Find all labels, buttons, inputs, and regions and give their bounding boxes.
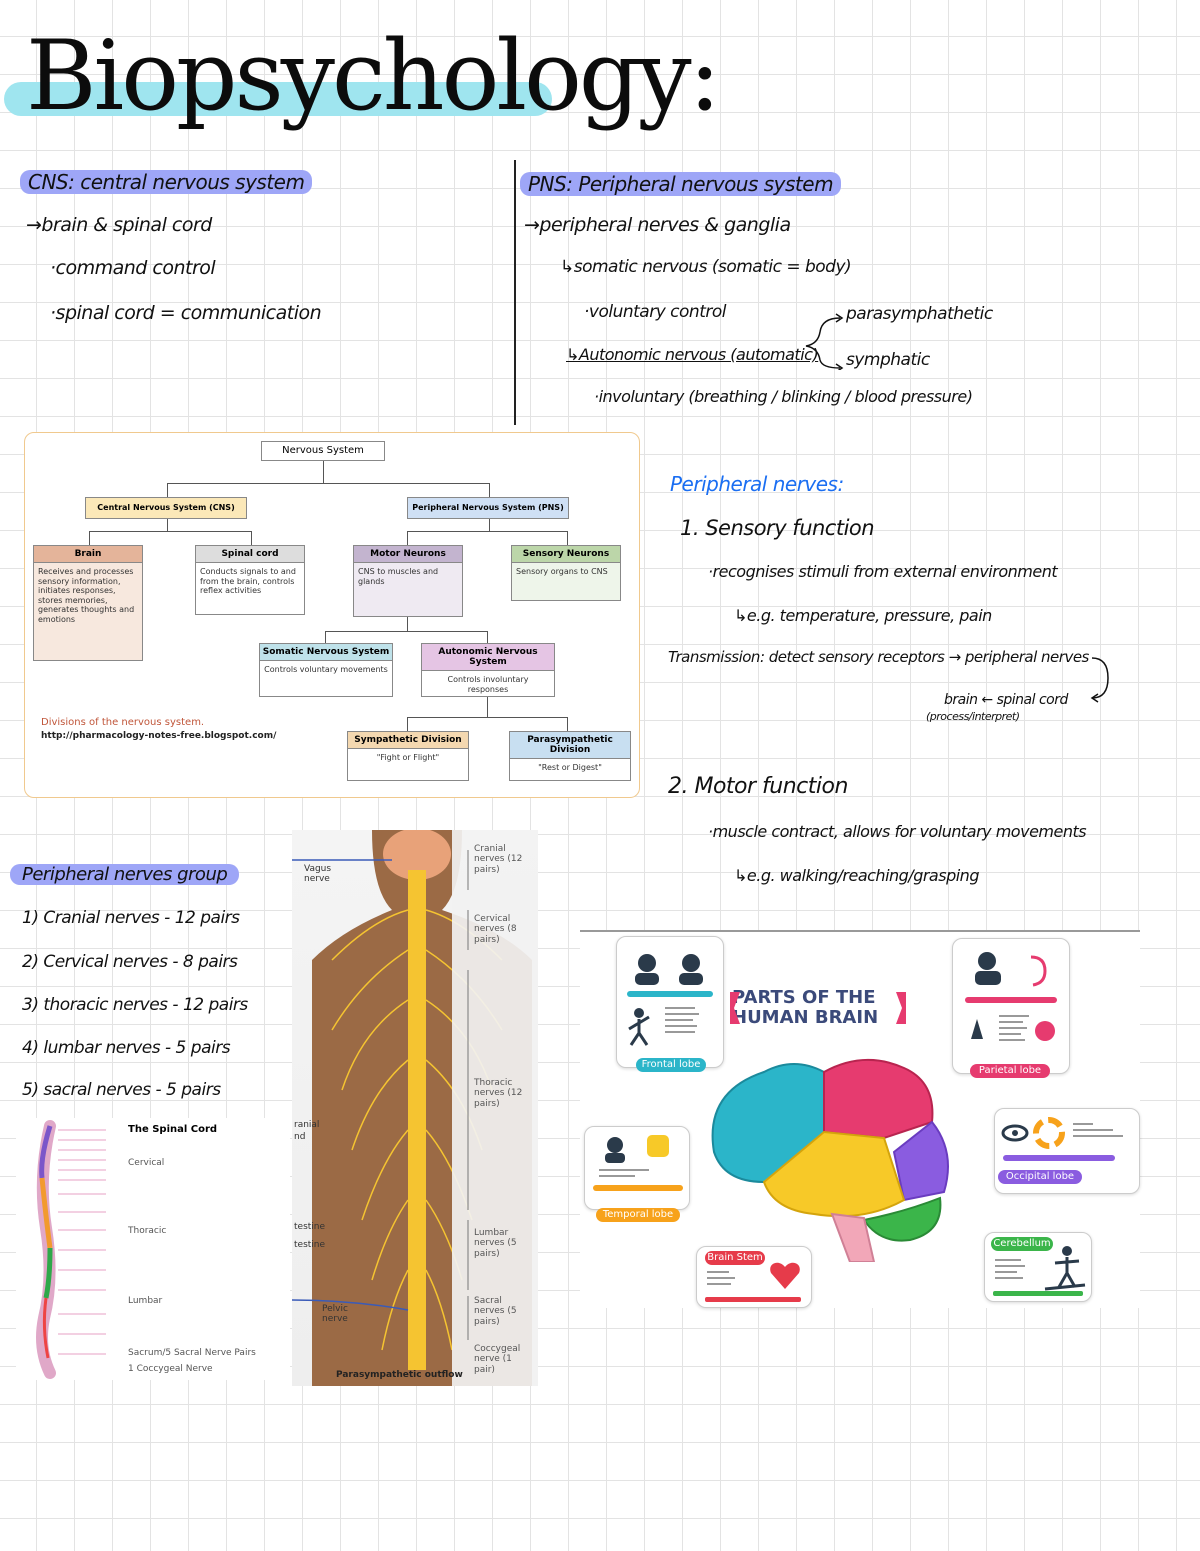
diagram-caption: Divisions of the nervous system. <box>41 717 205 728</box>
pns-line-2: ↳somatic nervous (somatic = body) <box>560 257 852 277</box>
photo-caption: Parasympathetic outflow <box>336 1370 463 1380</box>
diagram-somatic: Somatic Nervous System Controls voluntar… <box>259 643 393 697</box>
cns-line-2: ·command control <box>50 257 216 279</box>
brain-illustration <box>711 1059 949 1262</box>
parietal-card <box>952 938 1070 1074</box>
cerebellum-icons <box>993 1246 1086 1296</box>
frontal-card <box>616 936 724 1068</box>
transmission-note: (process/interpret) <box>926 710 1020 723</box>
motor-line-2: ↳e.g. walking/reaching/grasping <box>734 866 979 885</box>
motor-line-1: ·muscle contract, allows for voluntary m… <box>708 822 1087 841</box>
spinal-body-illustration <box>292 830 538 1386</box>
diagram-spinal: Spinal cord Conducts signals to and from… <box>195 545 305 615</box>
group-item-5: 5) sacral nerves - 5 pairs <box>22 1080 221 1100</box>
spinal-small-lumbar: Lumbar <box>128 1296 163 1306</box>
transmission-brace <box>1090 657 1109 703</box>
photo-coccygeal: Coccygeal nerve (1 pair) <box>474 1344 521 1375</box>
diagram-motor: Motor Neurons CNS to muscles and glands <box>353 545 463 617</box>
branch-brace <box>805 313 844 370</box>
photo-sacral: Sacral nerves (5 pairs) <box>474 1296 517 1327</box>
diagram-sensory: Sensory Neurons Sensory organs to CNS <box>511 545 621 601</box>
photo-cranial: Cranial nerves (12 pairs) <box>474 844 523 875</box>
cerebellum-card: Cerebellum <box>984 1232 1092 1302</box>
pns-line-4: ↳Autonomic nervous (automatic) <box>566 345 819 364</box>
page-title: Biopsychology: <box>26 20 721 132</box>
spinal-nerves-photo: Vagus nerve Pelvic nerve ranial nd testi… <box>292 830 538 1386</box>
parietal-icons <box>965 952 1057 1041</box>
photo-cervical: Cervical nerves (8 pairs) <box>474 914 517 945</box>
brain-infographic: PARTS OF THE HUMAN BRAIN Frontal lobe Pa… <box>580 930 1140 1308</box>
page-title-block: Biopsychology: <box>0 20 721 140</box>
temporal-label: Temporal lobe <box>596 1208 680 1222</box>
spinal-cord-figure: The Spinal Cord Cervical Thoracic Lumbar… <box>16 1118 290 1380</box>
group-item-4: 4) lumbar nerves - 5 pairs <box>22 1038 231 1058</box>
transmission-line: Transmission: detect sensory receptors →… <box>668 648 1089 666</box>
diagram-brain: Brain Receives and processes sensory inf… <box>33 545 143 661</box>
occipital-icons <box>1001 1117 1123 1161</box>
title-highlight <box>4 82 552 116</box>
spinal-small-sacrum: Sacrum/5 Sacral Nerve Pairs <box>128 1348 256 1358</box>
brainstem-icons <box>705 1262 801 1302</box>
spinal-small-title: The Spinal Cord <box>128 1124 218 1135</box>
group-item-2: 2) Cervical nerves - 8 pairs <box>22 952 238 972</box>
diagram-url: http://pharmacology-notes-free.blogspot.… <box>41 731 277 741</box>
parietal-label: Parietal lobe <box>970 1064 1050 1078</box>
title-ribbons <box>730 992 906 1024</box>
frontal-icons <box>627 954 713 1046</box>
brainstem-card: Brain Stem <box>696 1246 812 1308</box>
photo-pelvic: Pelvic nerve <box>322 1304 348 1325</box>
photo-vagus: Vagus nerve <box>304 864 332 885</box>
cerebellum-label: Cerebellum <box>991 1237 1053 1251</box>
branch-parasympathetic: parasymphathetic <box>846 304 993 324</box>
pns-heading: PNS: Peripheral nervous system <box>520 172 842 196</box>
diagram-pns: Peripheral Nervous System (PNS) <box>407 497 569 519</box>
photo-cut-2: nd <box>294 1132 306 1142</box>
frontal-label: Frontal lobe <box>636 1058 706 1072</box>
cns-heading: CNS: central nervous system <box>20 170 313 194</box>
temporal-card <box>584 1126 690 1210</box>
group-heading: Peripheral nerves group <box>10 864 240 885</box>
brainstem-label: Brain Stem <box>705 1251 765 1265</box>
photo-cut-1: ranial <box>294 1120 320 1130</box>
column-divider <box>514 160 516 425</box>
transmission-back: brain ← spinal cord <box>944 692 1068 708</box>
sensory-function: 1. Sensory function <box>680 516 875 540</box>
cns-line-3: ·spinal cord = communication <box>50 302 322 324</box>
branch-sympathetic: symphatic <box>846 350 930 370</box>
pns-line-1: →peripheral nerves & ganglia <box>524 214 791 236</box>
occipital-label: Occipital lobe <box>998 1170 1082 1184</box>
group-item-1: 1) Cranial nerves - 12 pairs <box>22 908 240 928</box>
spinal-small-coccygeal: 1 Coccygeal Nerve <box>128 1364 213 1374</box>
peripheral-heading: Peripheral nerves: <box>670 472 844 496</box>
spine-illustration <box>36 1120 106 1379</box>
brain-title: PARTS OF THE HUMAN BRAIN <box>732 987 879 1028</box>
nervous-system-diagram: Nervous System Central Nervous System (C… <box>24 432 640 798</box>
diagram-autonomic: Autonomic Nervous System Controls involu… <box>421 643 555 697</box>
diagram-sympathetic: Sympathetic Division "Fight or Flight" <box>347 731 469 781</box>
temporal-icons <box>593 1135 683 1191</box>
photo-lumbar: Lumbar nerves (5 pairs) <box>474 1228 517 1259</box>
pns-line-3: ·voluntary control <box>584 302 726 322</box>
pns-line-5: ·involuntary (breathing / blinking / blo… <box>594 387 973 406</box>
photo-thoracic: Thoracic nerves (12 pairs) <box>474 1078 523 1109</box>
group-item-3: 3) thoracic nerves - 12 pairs <box>22 995 248 1015</box>
motor-function: 2. Motor function <box>668 774 848 799</box>
sensory-line-1: ·recognises stimuli from external enviro… <box>708 562 1058 581</box>
sensory-line-2: ↳e.g. temperature, pressure, pain <box>734 606 992 625</box>
spinal-small-cervical: Cervical <box>128 1158 165 1168</box>
diagram-cns: Central Nervous System (CNS) <box>85 497 247 519</box>
photo-cut-3: testine <box>294 1222 326 1232</box>
diagram-parasympathetic: Parasympathetic Division "Rest or Digest… <box>509 731 631 781</box>
spinal-small-thoracic: Thoracic <box>128 1226 167 1236</box>
cns-line-1: →brain & spinal cord <box>26 214 212 236</box>
photo-cut-4: testine <box>294 1240 326 1250</box>
diagram-root: Nervous System <box>261 441 385 461</box>
